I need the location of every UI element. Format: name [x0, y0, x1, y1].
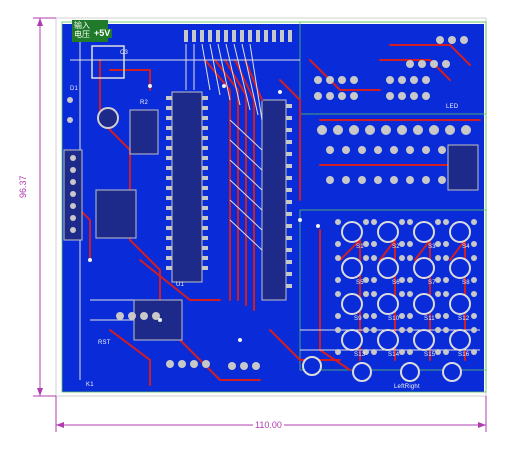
small-ic-1	[129, 109, 159, 155]
key-label-s2: S2	[392, 244, 400, 250]
key-label-s12: S12	[458, 316, 470, 322]
key-label-s6: S6	[392, 280, 400, 286]
small-ic-2	[95, 189, 137, 239]
crystal	[97, 107, 119, 129]
connector-chip	[261, 99, 287, 301]
connector-pins	[286, 104, 292, 288]
led-label: LED	[446, 104, 459, 110]
silk-label: U1	[176, 282, 185, 288]
key-label-s15: S15	[424, 352, 436, 358]
resistor-row-1	[314, 36, 468, 100]
leftright-label: LeftRight	[394, 384, 420, 390]
arrow-up-icon	[37, 18, 43, 26]
key-label-s11: S11	[424, 316, 435, 322]
voltage-label: +5V	[92, 28, 113, 38]
mcu-pins	[166, 96, 208, 270]
key-label-s13: S13	[354, 352, 366, 358]
arrow-right-icon	[478, 422, 486, 428]
mcu-chip	[171, 91, 203, 283]
key-label-s7: S7	[428, 280, 436, 286]
led-driver-ic	[447, 144, 479, 191]
silk-label: RST	[98, 340, 111, 346]
key-label-s5: S5	[356, 280, 364, 286]
arrow-left-icon	[56, 422, 64, 428]
key-label-s16: S16	[458, 352, 470, 358]
silk-frame	[61, 21, 487, 393]
key-label-s10: S10	[388, 316, 400, 322]
bottom-buttons	[302, 356, 462, 382]
silk-label: R2	[140, 100, 149, 106]
key-label-s3: S3	[428, 244, 436, 250]
led-row	[317, 125, 471, 184]
key-label-s14: S14	[388, 352, 400, 358]
input-voltage-label: 输入 电压	[74, 21, 90, 39]
top-header-pins	[184, 30, 292, 42]
key-label-s9: S9	[354, 316, 362, 322]
height-dimension-label: 96.37	[18, 173, 28, 200]
key-label-s4: S4	[462, 244, 470, 250]
key-label-s1: S1	[356, 244, 364, 250]
keypad-frame	[299, 209, 487, 371]
silk-label: C3	[120, 50, 129, 56]
keypad	[335, 219, 477, 355]
power-jack	[91, 45, 125, 79]
silk-label: K1	[86, 382, 94, 388]
bottom-left-pads	[67, 97, 260, 370]
width-dimension-label: 110.00	[253, 420, 284, 430]
vias	[88, 84, 320, 342]
key-label-s8: S8	[462, 280, 470, 286]
arrow-down-icon	[37, 388, 43, 396]
left-header-pins	[70, 155, 76, 233]
silk-label: D1	[70, 86, 79, 92]
header-frame	[299, 21, 487, 115]
